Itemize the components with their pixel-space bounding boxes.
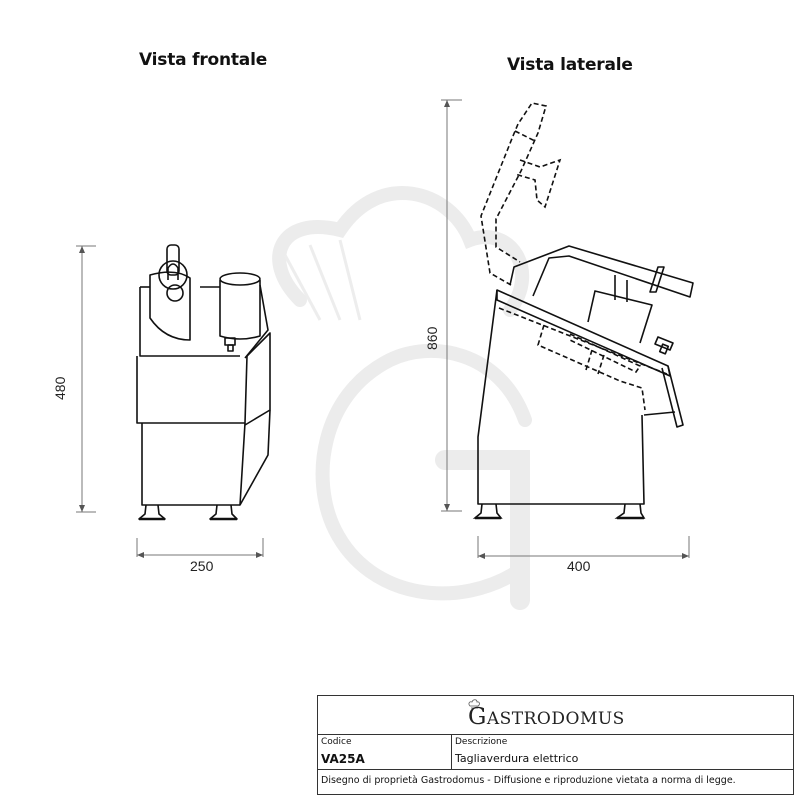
side-view-title: Vista laterale xyxy=(507,55,633,75)
side-view-hidden-lines xyxy=(480,102,668,411)
logo-text: ASTRODOMUS xyxy=(486,709,625,729)
title-block: GASTRODOMUS Codice VA25A Descrizione Tag… xyxy=(317,695,794,795)
side-height-dimension: 860 xyxy=(424,326,440,350)
code-label: Codice xyxy=(321,737,352,747)
side-width-dimension: 400 xyxy=(567,558,591,574)
code-cell: Codice VA25A xyxy=(318,735,452,769)
description-cell: Descrizione Tagliaverdura elettrico xyxy=(452,735,793,769)
description-label: Descrizione xyxy=(455,737,508,747)
gastrodomus-logo: GASTRODOMUS xyxy=(468,704,625,730)
front-view-title: Vista frontale xyxy=(139,50,268,70)
front-view-drawing xyxy=(136,244,271,521)
code-value: VA25A xyxy=(321,752,365,766)
chef-hat-logo-icon xyxy=(468,699,480,709)
description-value: Tagliaverdura elettrico xyxy=(455,752,579,765)
watermark-logo-icon xyxy=(272,186,532,610)
front-dimension-lines xyxy=(76,245,264,558)
title-block-logo-row: GASTRODOMUS xyxy=(318,696,793,735)
title-block-info-row: Codice VA25A Descrizione Tagliaverdura e… xyxy=(318,735,793,770)
side-view-feet xyxy=(472,503,646,520)
logo-initial: G xyxy=(468,704,487,730)
front-height-dimension: 480 xyxy=(52,376,68,400)
side-dimension-lines xyxy=(441,99,690,559)
copyright-notice: Disegno di proprietà Gastrodomus - Diffu… xyxy=(321,775,736,786)
front-width-dimension: 250 xyxy=(190,558,214,574)
side-view-drawing xyxy=(477,245,694,505)
